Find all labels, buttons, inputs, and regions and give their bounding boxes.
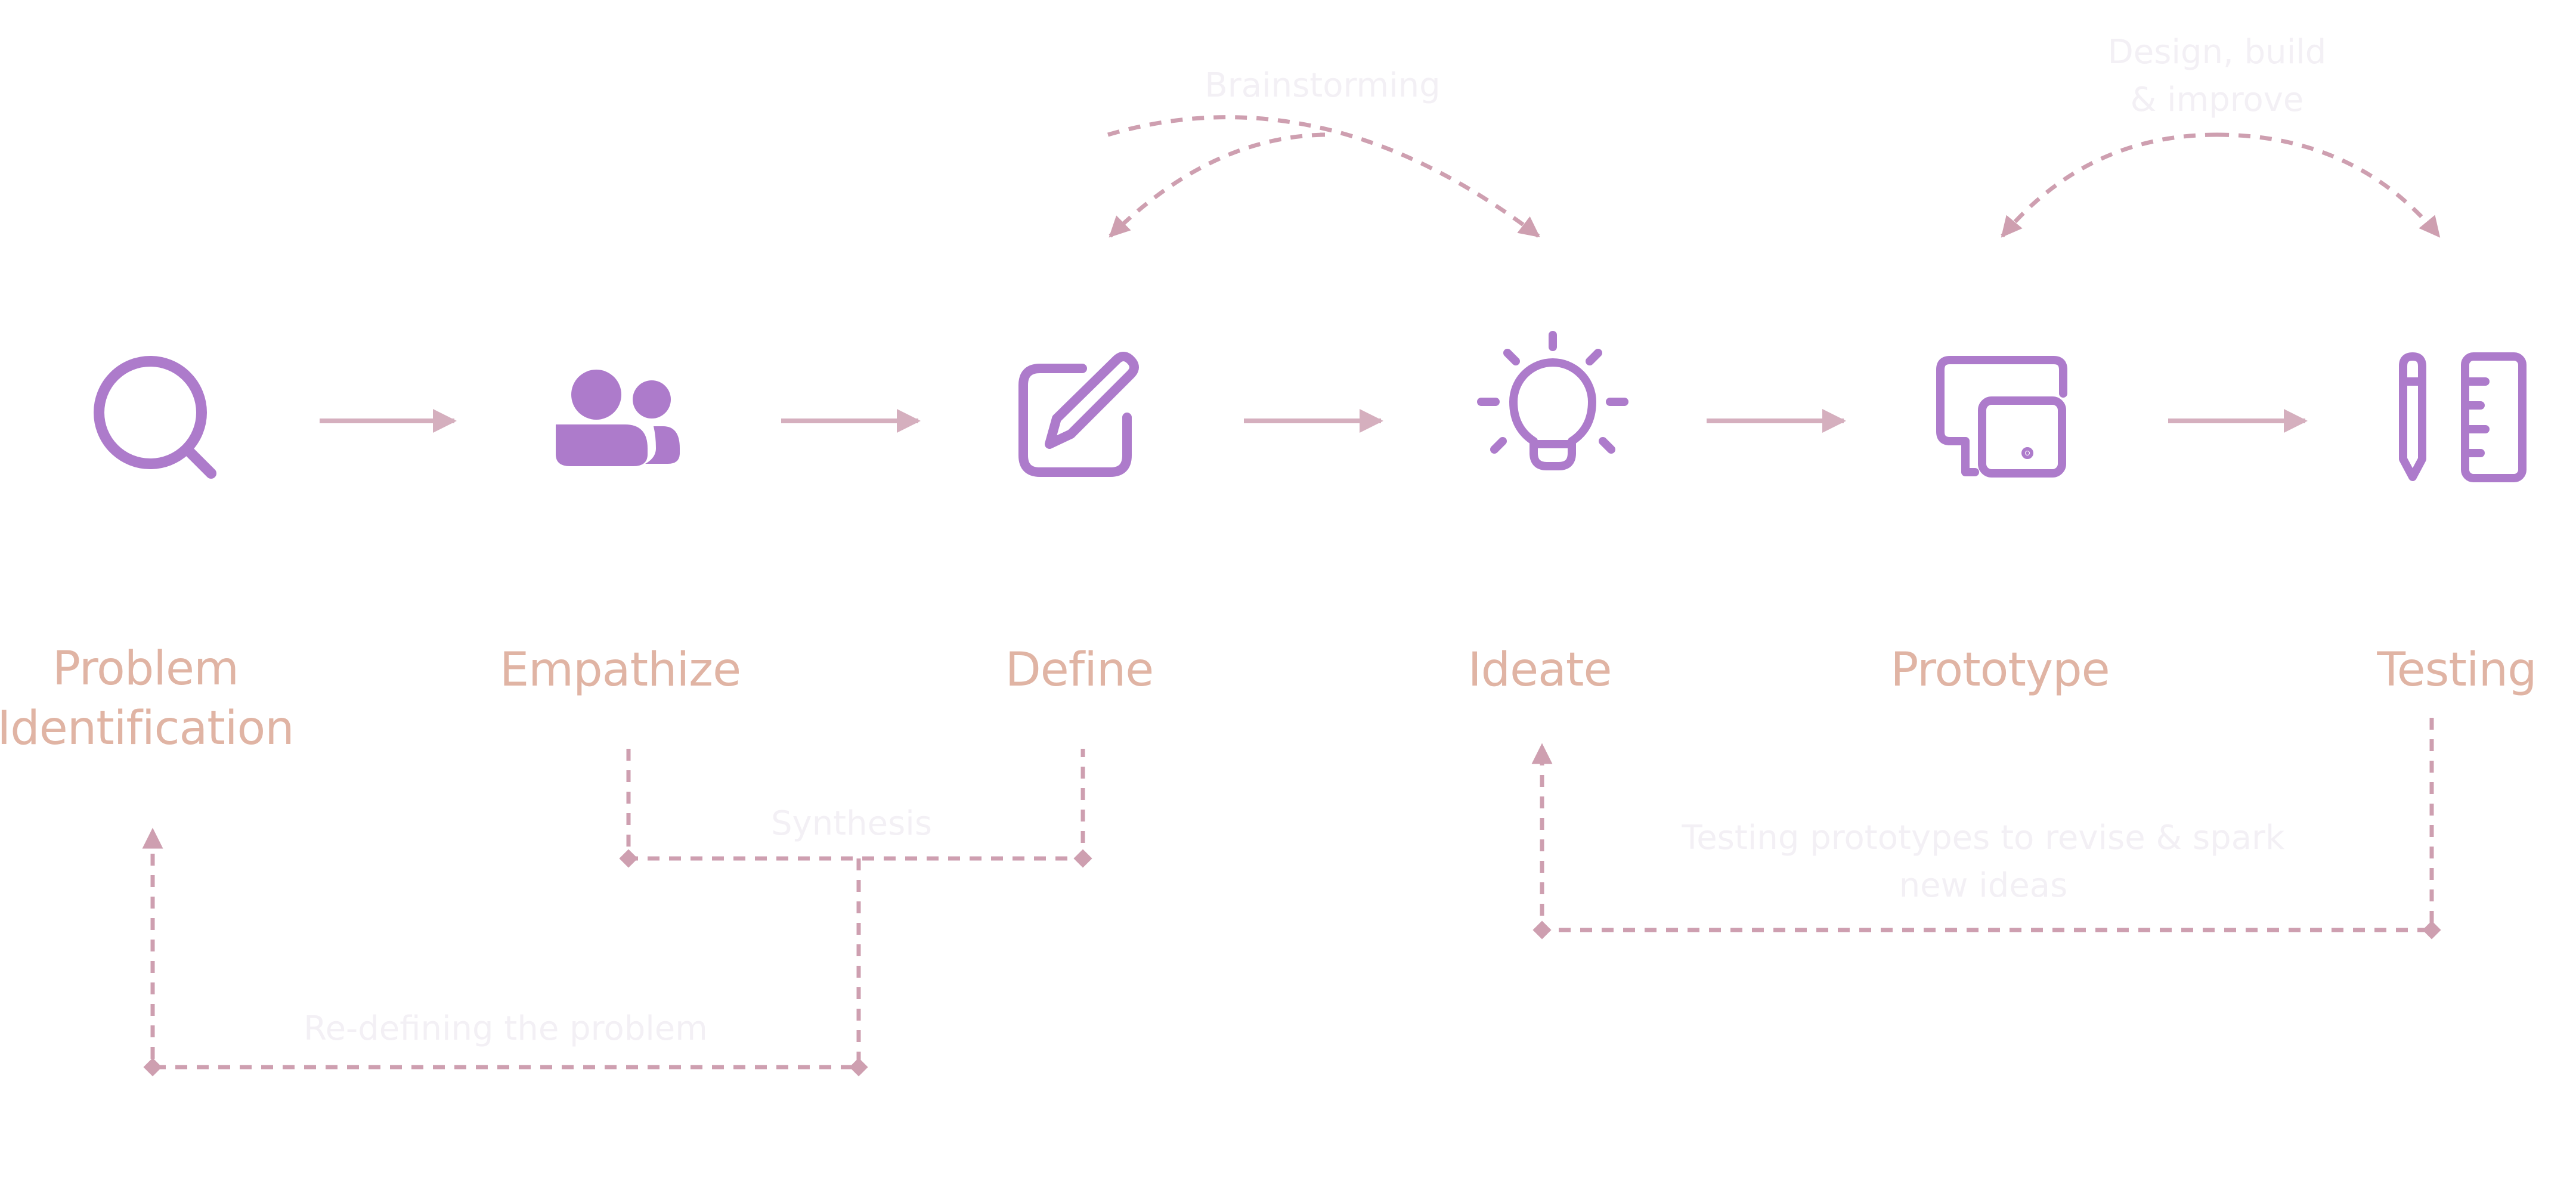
pencil-ruler-icon <box>2399 352 2527 482</box>
step-label-testing: Testing <box>2377 643 2537 697</box>
redefine-path <box>142 827 861 1070</box>
step-label-prototype: Prototype <box>1890 643 2110 697</box>
junction-marker <box>1532 920 1552 940</box>
caption-testing-feedback: Testing prototypes to revise & spark new… <box>1682 819 2285 905</box>
design-build-loop-right <box>2216 132 2441 238</box>
edit-pencil-icon <box>1018 352 1139 477</box>
users-icon <box>556 370 680 466</box>
magnifier-icon <box>94 356 216 479</box>
junction-marker <box>2422 920 2441 940</box>
junction-marker <box>849 1058 868 1077</box>
caption-synthesis: Synthesis <box>771 804 932 843</box>
design-build-loop-left <box>2001 132 2218 238</box>
brainstorming-loop <box>1107 115 1540 238</box>
synthesis-bracket <box>626 749 1085 861</box>
caption-brainstorming: Brainstorming <box>1205 66 1441 105</box>
step-label-problem-identification: Problem Identification <box>0 642 295 755</box>
devices-icon <box>1936 356 2067 478</box>
caption-design-build: Design, build & improve <box>2107 33 2327 119</box>
caption-redefining: Re-defining the problem <box>304 1009 708 1048</box>
step-label-ideate: Ideate <box>1467 643 1612 697</box>
step-label-define: Define <box>1005 643 1154 697</box>
junction-marker <box>143 1058 162 1077</box>
lightbulb-icon <box>1477 331 1628 470</box>
brainstorming-loop-left <box>1109 132 1324 238</box>
step-label-empathize: Empathize <box>499 643 741 697</box>
junction-marker <box>619 849 638 868</box>
junction-marker <box>1073 849 1092 868</box>
